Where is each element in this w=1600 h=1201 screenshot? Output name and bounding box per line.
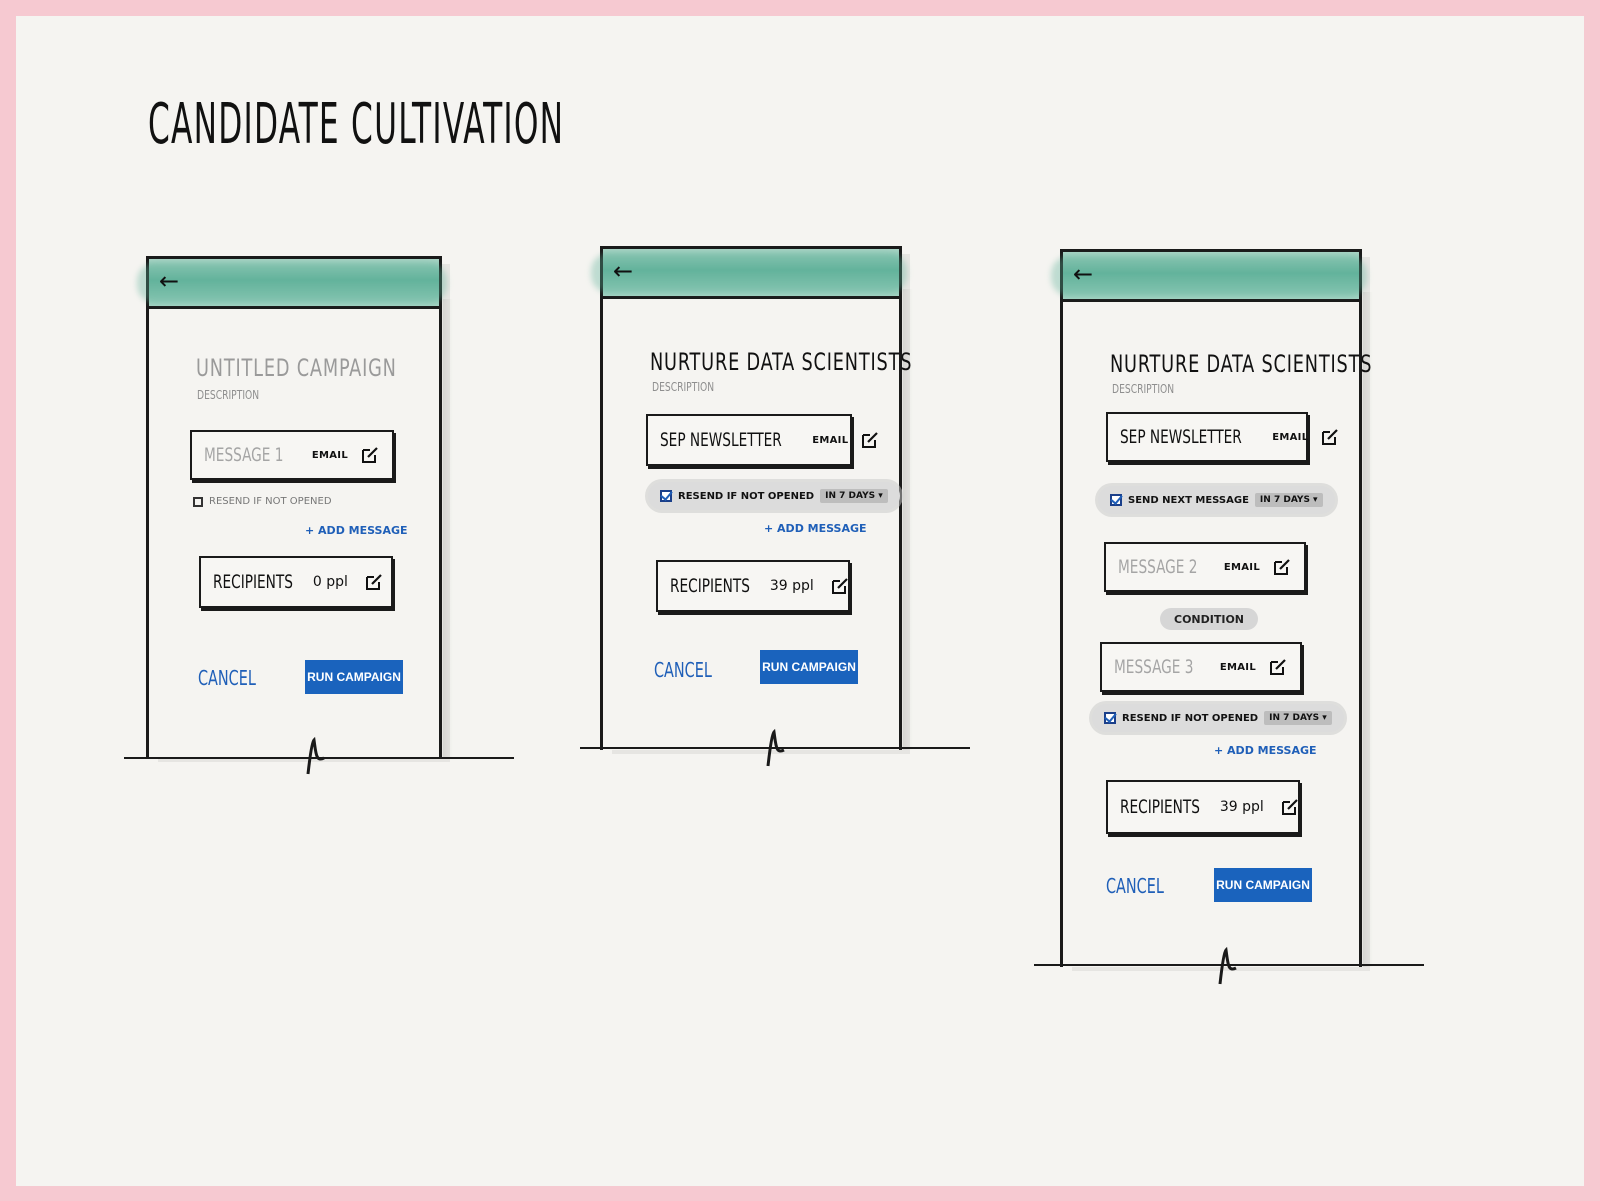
resend-checkbox[interactable] xyxy=(660,490,672,502)
edit-icon[interactable] xyxy=(360,445,380,465)
phone-frame-2: ← xyxy=(600,246,913,750)
resend-label: Resend if not opened xyxy=(1122,712,1259,724)
phone-frame-1: ← xyxy=(146,256,453,758)
channel-tag: Email xyxy=(1219,661,1256,673)
message-card[interactable]: Sep Newsletter Email xyxy=(1106,412,1339,462)
recipients-label: Recipients xyxy=(670,575,750,597)
message-label: Message 3 xyxy=(1114,656,1194,678)
screen-baseline xyxy=(580,747,970,749)
recipients-count: 39 ppl xyxy=(1219,799,1264,815)
campaign-description-input[interactable]: Description xyxy=(197,388,260,402)
edit-icon[interactable] xyxy=(860,430,880,450)
condition-chip[interactable]: Condition xyxy=(1160,608,1259,630)
run-campaign-button[interactable]: Run Campaign xyxy=(760,650,858,684)
send-next-label: Send next message xyxy=(1128,494,1249,506)
recipients-card[interactable]: Recipients 39 ppl xyxy=(656,560,850,612)
campaign-title-input[interactable]: Nurture Data Scientists xyxy=(1110,350,1373,378)
resend-option[interactable]: Resend if not opened In 7 Days ▾ xyxy=(648,482,900,510)
arrow-left-icon[interactable]: ← xyxy=(1073,260,1094,288)
arrow-left-icon[interactable]: ← xyxy=(613,257,634,285)
message-label: Sep Newsletter xyxy=(660,429,782,451)
recipients-count: 39 ppl xyxy=(769,578,814,594)
message-label: Sep Newsletter xyxy=(1120,426,1242,448)
resend-checkbox[interactable] xyxy=(1104,712,1116,724)
edit-icon[interactable] xyxy=(830,576,850,596)
app-bar: ← xyxy=(603,249,899,299)
cancel-button[interactable]: Cancel xyxy=(1106,874,1164,898)
recipients-label: Recipients xyxy=(213,571,293,593)
campaign-description-input[interactable]: Description xyxy=(1112,382,1175,396)
send-next-option[interactable]: Send next message In 7 Days ▾ xyxy=(1098,486,1335,514)
resend-label: Resend if not opened xyxy=(678,490,815,502)
edit-icon[interactable] xyxy=(1272,557,1292,577)
delay-select[interactable]: In 7 Days ▾ xyxy=(1254,493,1323,507)
edit-icon[interactable] xyxy=(1280,797,1300,817)
app-bar: ← xyxy=(1063,252,1359,302)
resend-option[interactable]: Resend if not opened In 7 Days ▾ xyxy=(1092,704,1344,732)
run-campaign-button[interactable]: Run Campaign xyxy=(1214,868,1312,902)
edit-icon[interactable] xyxy=(1268,657,1288,677)
message-label: Message 2 xyxy=(1118,556,1198,578)
message-card[interactable]: Message 1 Email xyxy=(190,430,394,480)
recipients-card[interactable]: Recipients 0 ppl xyxy=(199,556,393,608)
edit-icon[interactable] xyxy=(364,572,384,592)
campaign-title-input[interactable]: Nurture Data Scientists xyxy=(650,348,913,376)
delay-select[interactable]: In 7 Days ▾ xyxy=(1264,711,1332,725)
campaign-title-input[interactable]: Untitled Campaign xyxy=(196,354,397,382)
channel-tag: Email xyxy=(1223,561,1260,573)
arrow-left-icon[interactable]: ← xyxy=(159,267,180,295)
recipients-label: Recipients xyxy=(1120,796,1200,818)
resend-checkbox[interactable] xyxy=(193,496,203,507)
break-mark xyxy=(306,736,325,775)
send-next-checkbox[interactable] xyxy=(1110,494,1122,506)
break-mark xyxy=(1218,946,1237,985)
break-mark xyxy=(766,728,785,767)
add-message-link[interactable]: + Add Message xyxy=(764,522,867,535)
cancel-button[interactable]: Cancel xyxy=(654,658,712,682)
run-campaign-button[interactable]: Run Campaign xyxy=(305,660,403,694)
message-label: Message 1 xyxy=(204,444,284,466)
channel-tag: Email xyxy=(812,434,849,446)
channel-tag: Email xyxy=(311,449,348,461)
edit-icon[interactable] xyxy=(1320,427,1340,447)
app-bar: ← xyxy=(149,259,439,309)
message-card[interactable]: Message 2 Email xyxy=(1104,542,1306,592)
campaign-description-input[interactable]: Description xyxy=(652,380,715,394)
channel-tag: Email xyxy=(1272,431,1309,443)
resend-label: Resend if not opened xyxy=(209,496,332,507)
recipients-card[interactable]: Recipients 39 ppl xyxy=(1106,780,1300,834)
recipients-count: 0 ppl xyxy=(312,574,348,590)
add-message-link[interactable]: + Add Message xyxy=(1214,744,1317,757)
page-title: Candidate Cultivation xyxy=(148,92,565,157)
message-card[interactable]: Sep Newsletter Email xyxy=(646,414,879,466)
delay-select[interactable]: In 7 Days ▾ xyxy=(820,489,888,503)
add-message-link[interactable]: + Add Message xyxy=(305,524,408,537)
phone-frame-3: ← xyxy=(1060,249,1373,967)
cancel-button[interactable]: Cancel xyxy=(198,666,256,690)
message-card[interactable]: Message 3 Email xyxy=(1100,642,1302,692)
resend-option[interactable]: Resend if not opened xyxy=(193,496,332,507)
